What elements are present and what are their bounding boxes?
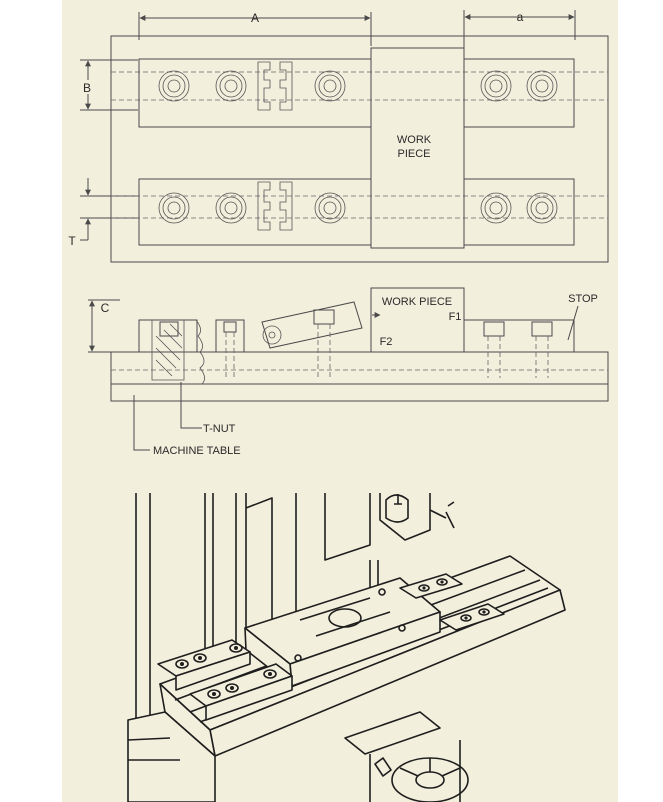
break-line <box>195 319 205 385</box>
top-view: A a B T <box>68 10 609 263</box>
clamp-side-mid <box>215 319 245 353</box>
workpiece-side-label: WORK PIECE <box>382 296 452 308</box>
clamp-bar-lower <box>138 178 372 246</box>
bolt-upper-5 <box>526 70 558 102</box>
table-outline <box>110 35 609 263</box>
fixture-hole-2 <box>398 624 406 632</box>
bolt-lower-4 <box>480 192 512 224</box>
knee-left <box>127 711 216 802</box>
stop-side <box>463 319 575 353</box>
t-nut-hatching <box>155 323 183 377</box>
knee-front <box>369 740 461 802</box>
spindle-lever <box>429 501 455 529</box>
column-ridge <box>245 497 273 660</box>
cam-lever <box>261 301 363 349</box>
spindle-housing <box>324 493 371 561</box>
workpiece-label-line2: PIECE <box>397 148 430 160</box>
isometric-machine-view <box>127 493 566 802</box>
stop-label: STOP <box>568 293 598 305</box>
t-nut-section <box>151 320 185 381</box>
hinge-lower-right <box>279 181 293 231</box>
workpiece-block <box>370 47 465 249</box>
t-nut-screw-head <box>159 321 179 337</box>
machine-table-leader <box>133 395 150 451</box>
column-slot-b <box>235 493 247 660</box>
hinge-upper-right <box>279 61 293 111</box>
bolt-upper-3 <box>314 70 346 102</box>
dim-a-small-label: a <box>517 10 524 24</box>
knee-ribs <box>127 737 180 761</box>
stop-bolts-right <box>418 578 490 622</box>
dim-a-label: A <box>251 11 259 25</box>
bolt-lower-5 <box>526 192 558 224</box>
force-f1-label: F1 <box>449 311 462 323</box>
stop-screw-2-head <box>531 321 553 337</box>
clamp-bar-left-front <box>175 651 251 691</box>
dim-c-label: C <box>101 301 110 315</box>
clamp-bolts-left <box>175 643 277 699</box>
stop-screw-1-head <box>483 321 505 337</box>
hinge-upper-left <box>257 61 271 111</box>
workpiece-label-line1: WORK <box>397 134 432 146</box>
fixture-slots <box>299 597 391 637</box>
t-nut-label: T-NUT <box>203 423 236 435</box>
clamp-bar-upper <box>138 58 372 128</box>
bolt-lower-1 <box>158 192 190 224</box>
cam-pivot-hole <box>268 331 276 339</box>
bolt-lower-2 <box>215 192 247 224</box>
collet-slot <box>394 494 402 505</box>
cam-pivot <box>262 325 282 345</box>
dim-b-label: B <box>83 81 91 95</box>
t-nut-leader <box>180 382 202 429</box>
stop-bar-upper <box>463 58 575 128</box>
force-f2-label: F2 <box>380 336 393 348</box>
handwheel-spokes <box>399 758 461 777</box>
clamp-bar-left2-front <box>205 675 293 721</box>
bolt-upper-4 <box>480 70 512 102</box>
machine-table-label: MACHINE TABLE <box>153 445 241 457</box>
dim-b-label-bg <box>80 80 94 94</box>
bolt-lower-3 <box>314 192 346 224</box>
stop-bar-lower <box>463 178 575 246</box>
side-view: C WORK PIECE F1 <box>88 287 609 457</box>
fixture-hole-3 <box>294 654 302 662</box>
stop-leader <box>567 305 579 341</box>
machine-table-side <box>110 351 609 402</box>
hinge-lower-left <box>257 181 271 231</box>
bolt-upper-2 <box>215 70 247 102</box>
spindle-collet <box>385 494 409 523</box>
saddle-front <box>344 711 441 755</box>
lever-screw-head <box>313 309 335 325</box>
dim-t-label: T <box>68 234 76 248</box>
clamp-side-left <box>138 319 198 353</box>
bolt-upper-1 <box>158 70 190 102</box>
mid-screw-head <box>223 321 237 333</box>
crank-handle <box>374 757 392 777</box>
fixture-hole-1 <box>378 588 386 596</box>
